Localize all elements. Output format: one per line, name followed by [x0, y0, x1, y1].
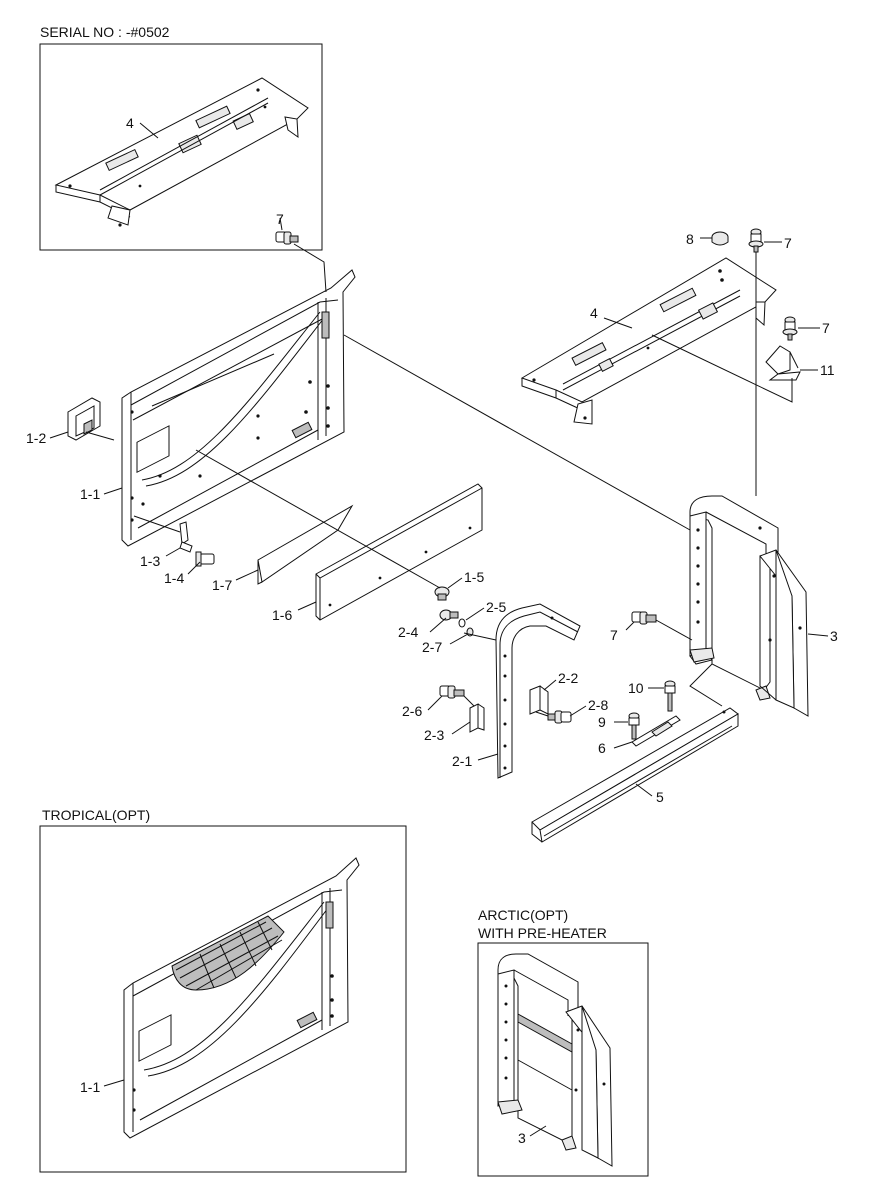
callout-2-7: 2-7 — [422, 639, 442, 655]
callout-11: 11 — [820, 362, 835, 378]
callout-2-3: 2-3 — [424, 727, 444, 743]
callout-2-4: 2-4 — [398, 624, 418, 640]
callout-2-6: 2-6 — [402, 703, 422, 719]
part-8-cap — [711, 231, 729, 246]
callout-1-3: 1-3 — [140, 553, 160, 569]
part-11-bracket — [765, 345, 801, 381]
callout-9: 9 — [598, 714, 606, 730]
arctic-callout-3: 3 — [518, 1130, 526, 1146]
part-2-3-tab — [469, 703, 485, 733]
inset-serial-bracket — [54, 77, 309, 227]
inset-arctic: ARCTIC(OPT) WITH PRE-HEATER 3 — [477, 907, 649, 1177]
callout-1-1: 1-1 — [80, 486, 100, 502]
rail-5 — [531, 707, 739, 843]
part-1-3-clip — [179, 521, 193, 553]
callout-5: 5 — [656, 789, 664, 805]
callout-2-8: 2-8 — [588, 697, 608, 713]
inset-tropical-title: TROPICAL(OPT) — [42, 807, 150, 823]
part-7-top-bolt — [275, 231, 299, 245]
callout-2-2: 2-2 — [558, 670, 578, 686]
callout-7-mid: 7 — [610, 627, 618, 643]
inset-arctic-title-line2: WITH PRE-HEATER — [478, 925, 607, 941]
callout-1-7: 1-7 — [212, 577, 232, 593]
part-7-right-top-bolt — [748, 228, 764, 253]
part-1-2-latch — [67, 397, 101, 441]
callout-leaders — [49, 217, 829, 797]
callout-2-5: 2-5 — [486, 599, 506, 615]
part-2-6-bolt — [439, 685, 465, 699]
assembly-guide-lines — [85, 243, 793, 717]
callout-labels: 7 8 7 4 7 11 1-2 1-1 1-3 1-4 1-7 1-5 1-6… — [26, 211, 838, 805]
cover-panel-1-1 — [121, 269, 356, 547]
part-1-4-bolt — [195, 551, 215, 567]
part-6-link — [631, 715, 681, 747]
part-10-bolt — [664, 680, 676, 712]
stay-2-1 — [495, 603, 581, 779]
callout-7-right-mid: 7 — [822, 320, 830, 336]
tropical-cover-panel — [123, 857, 360, 1139]
callout-10: 10 — [628, 680, 644, 696]
inset-serial-frame — [39, 43, 323, 251]
inset-tropical: TROPICAL(OPT) 1-1 — [39, 807, 407, 1173]
part-2-5-washer — [458, 618, 466, 628]
callout-7-right-top: 7 — [784, 235, 792, 251]
part-2-2-tab — [529, 685, 549, 715]
tropical-mesh-screen — [171, 915, 285, 991]
part-1-6-plate — [315, 483, 483, 621]
inset-serial: SERIAL NO : -#0502 4 — [39, 24, 323, 251]
inset-serial-callout-4: 4 — [126, 115, 134, 131]
part-2-8-bolt — [547, 710, 572, 724]
part-2-4-bolt — [439, 609, 459, 621]
callout-1-6: 1-6 — [272, 607, 292, 623]
part-7-mid-bolt — [631, 611, 657, 625]
inset-serial-title: SERIAL NO : -#0502 — [40, 24, 170, 40]
inset-arctic-title-line1: ARCTIC(OPT) — [478, 907, 568, 923]
arctic-leader-3 — [529, 1125, 547, 1137]
tropical-callout-1-1: 1-1 — [80, 1079, 100, 1095]
shroud-3 — [689, 495, 809, 717]
callout-3: 3 — [830, 628, 838, 644]
top-bracket-4 — [520, 257, 777, 425]
inset-serial-leader-4 — [139, 122, 159, 139]
callout-8: 8 — [686, 231, 694, 247]
callout-2-1: 2-1 — [452, 753, 472, 769]
callout-7-top: 7 — [276, 211, 284, 227]
callout-1-2: 1-2 — [26, 430, 46, 446]
callout-6: 6 — [598, 740, 606, 756]
callout-4-main: 4 — [590, 305, 598, 321]
callout-1-5: 1-5 — [464, 569, 484, 585]
inset-tropical-frame — [39, 825, 407, 1173]
inset-arctic-frame — [477, 942, 649, 1177]
part-9-bolt — [628, 712, 640, 740]
part-1-5-grommet — [434, 586, 450, 601]
callout-1-4: 1-4 — [164, 570, 184, 586]
tropical-leader-1-1 — [103, 1079, 125, 1087]
part-7-right-mid-bolt — [782, 316, 798, 341]
arctic-shroud — [497, 953, 613, 1167]
